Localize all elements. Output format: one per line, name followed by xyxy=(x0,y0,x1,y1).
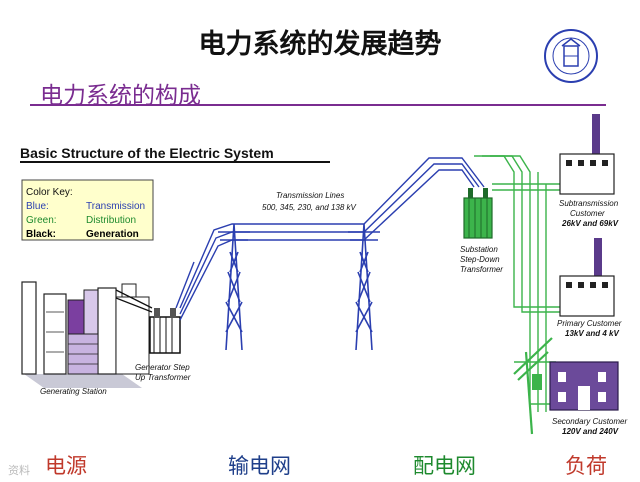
distribution-network-label: 配电网 xyxy=(413,454,476,478)
secondary-label-2: 120V and 240V xyxy=(562,427,619,436)
subtransmission-customer-building xyxy=(559,114,615,195)
generator-transformer xyxy=(115,261,195,354)
load-label: 负荷 xyxy=(565,454,607,478)
university-logo xyxy=(544,29,598,83)
slide-title: 电力系统的发展趋势 xyxy=(198,29,442,60)
color-key-title: Color Key: xyxy=(26,187,73,198)
distribution-lines xyxy=(474,155,564,412)
color-key: Color Key: Blue: Transmission Green: Dis… xyxy=(21,179,154,241)
generator-transformer-label-2: Up Transformer xyxy=(135,373,191,382)
substation-label-3: Transformer xyxy=(460,265,503,274)
watermark: 资料 xyxy=(8,464,30,477)
color-key-green: Green: xyxy=(26,215,57,226)
generating-station xyxy=(21,281,150,388)
secondary-label-1: Secondary Customer xyxy=(552,417,627,426)
primary-label-1: Primary Customer xyxy=(557,319,622,328)
title-divider xyxy=(30,104,606,106)
substation-label-1: Substation xyxy=(460,245,498,254)
transmission-lines-label: Transmission Lines xyxy=(276,191,344,200)
secondary-customer-house xyxy=(549,361,619,411)
source-label: 电源 xyxy=(45,454,87,478)
color-key-blue: Blue: xyxy=(26,201,49,212)
generator-transformer-label-1: Generator Step xyxy=(135,363,190,372)
color-key-generation: Generation xyxy=(86,229,139,240)
diagram-heading: Basic Structure of the Electric System xyxy=(20,145,274,161)
subtransmission-label-1: Subtransmission xyxy=(559,199,619,208)
color-key-transmission: Transmission xyxy=(86,201,145,212)
transmission-voltage-label: 500, 345, 230, and 138 kV xyxy=(262,203,357,212)
subtransmission-label-3: 26kV and 69kV xyxy=(561,219,619,228)
distribution-pole xyxy=(513,337,553,435)
color-key-distribution: Distribution xyxy=(86,215,136,226)
substation-transformer xyxy=(463,188,493,239)
subtransmission-label-2: Customer xyxy=(570,209,605,218)
primary-customer-building xyxy=(559,238,615,317)
transmission-tower-2 xyxy=(348,223,380,351)
transmission-network-label: 输电网 xyxy=(228,454,291,478)
electric-system-diagram: Basic Structure of the Electric System C… xyxy=(4,112,636,442)
pole-transformer xyxy=(532,374,542,390)
generating-station-label: Generating Station xyxy=(40,387,107,396)
color-key-black: Black: xyxy=(26,229,56,240)
transmission-tower-1 xyxy=(218,223,250,351)
primary-label-2: 13kV and 4 kV xyxy=(565,329,619,338)
substation-label-2: Step-Down xyxy=(460,255,500,264)
